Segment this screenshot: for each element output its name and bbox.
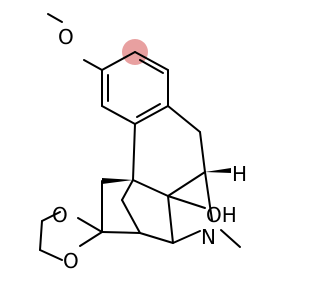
- ketal-oxygen-lower-label: O: [63, 249, 79, 273]
- benzylic-bond: [167, 105, 201, 133]
- aromatic-double-bond: [139, 59, 164, 74]
- n-bridgehead-bond: [204, 171, 213, 221]
- nitrogen-label: N: [201, 225, 216, 249]
- stereo-hydrogen-label: H: [232, 162, 247, 186]
- ketal-c-o-bond: [79, 231, 103, 247]
- ring-bond: [101, 231, 141, 234]
- ring-bond: [132, 123, 136, 181]
- c-hydroxyl-bond: [167, 195, 206, 209]
- methoxy-o-aryl-bond: [83, 59, 103, 71]
- n-methyl-bond: [220, 229, 241, 248]
- ketal-ch2-o-bond: [39, 249, 63, 261]
- ketal-o-ch2-bond: [41, 211, 61, 222]
- aromatic-bond: [134, 105, 169, 125]
- bridge-bond: [199, 131, 206, 173]
- aromatic-bond: [101, 51, 136, 71]
- hydrogen-wedge-bond: [205, 168, 231, 173]
- hydroxyl-label: OH: [206, 203, 237, 227]
- bridge-bond: [139, 232, 174, 244]
- structure-canvas: O O O N OH H: [39, 13, 248, 273]
- bridge-bond: [121, 179, 134, 201]
- ring-bond: [167, 195, 174, 244]
- aromatic-bond: [101, 105, 136, 125]
- ring-bond: [167, 171, 206, 197]
- stereo-wedge-bond: [102, 178, 133, 184]
- aromatic-double-bond: [136, 103, 161, 118]
- dioxolane-ch2-bond: [39, 220, 43, 251]
- aromatic-bond: [134, 51, 169, 71]
- methyl-methoxy-bond: [47, 13, 63, 23]
- methoxy-oxygen-label: O: [58, 25, 74, 49]
- ring-bond: [132, 179, 169, 197]
- bridge-bond: [121, 199, 141, 234]
- molecule-structure: O O O N OH H: [39, 13, 247, 273]
- ketal-oxygen-upper-label: O: [52, 203, 68, 227]
- c-n-bond: [172, 230, 201, 244]
- ketal-c-o-bond: [77, 217, 103, 233]
